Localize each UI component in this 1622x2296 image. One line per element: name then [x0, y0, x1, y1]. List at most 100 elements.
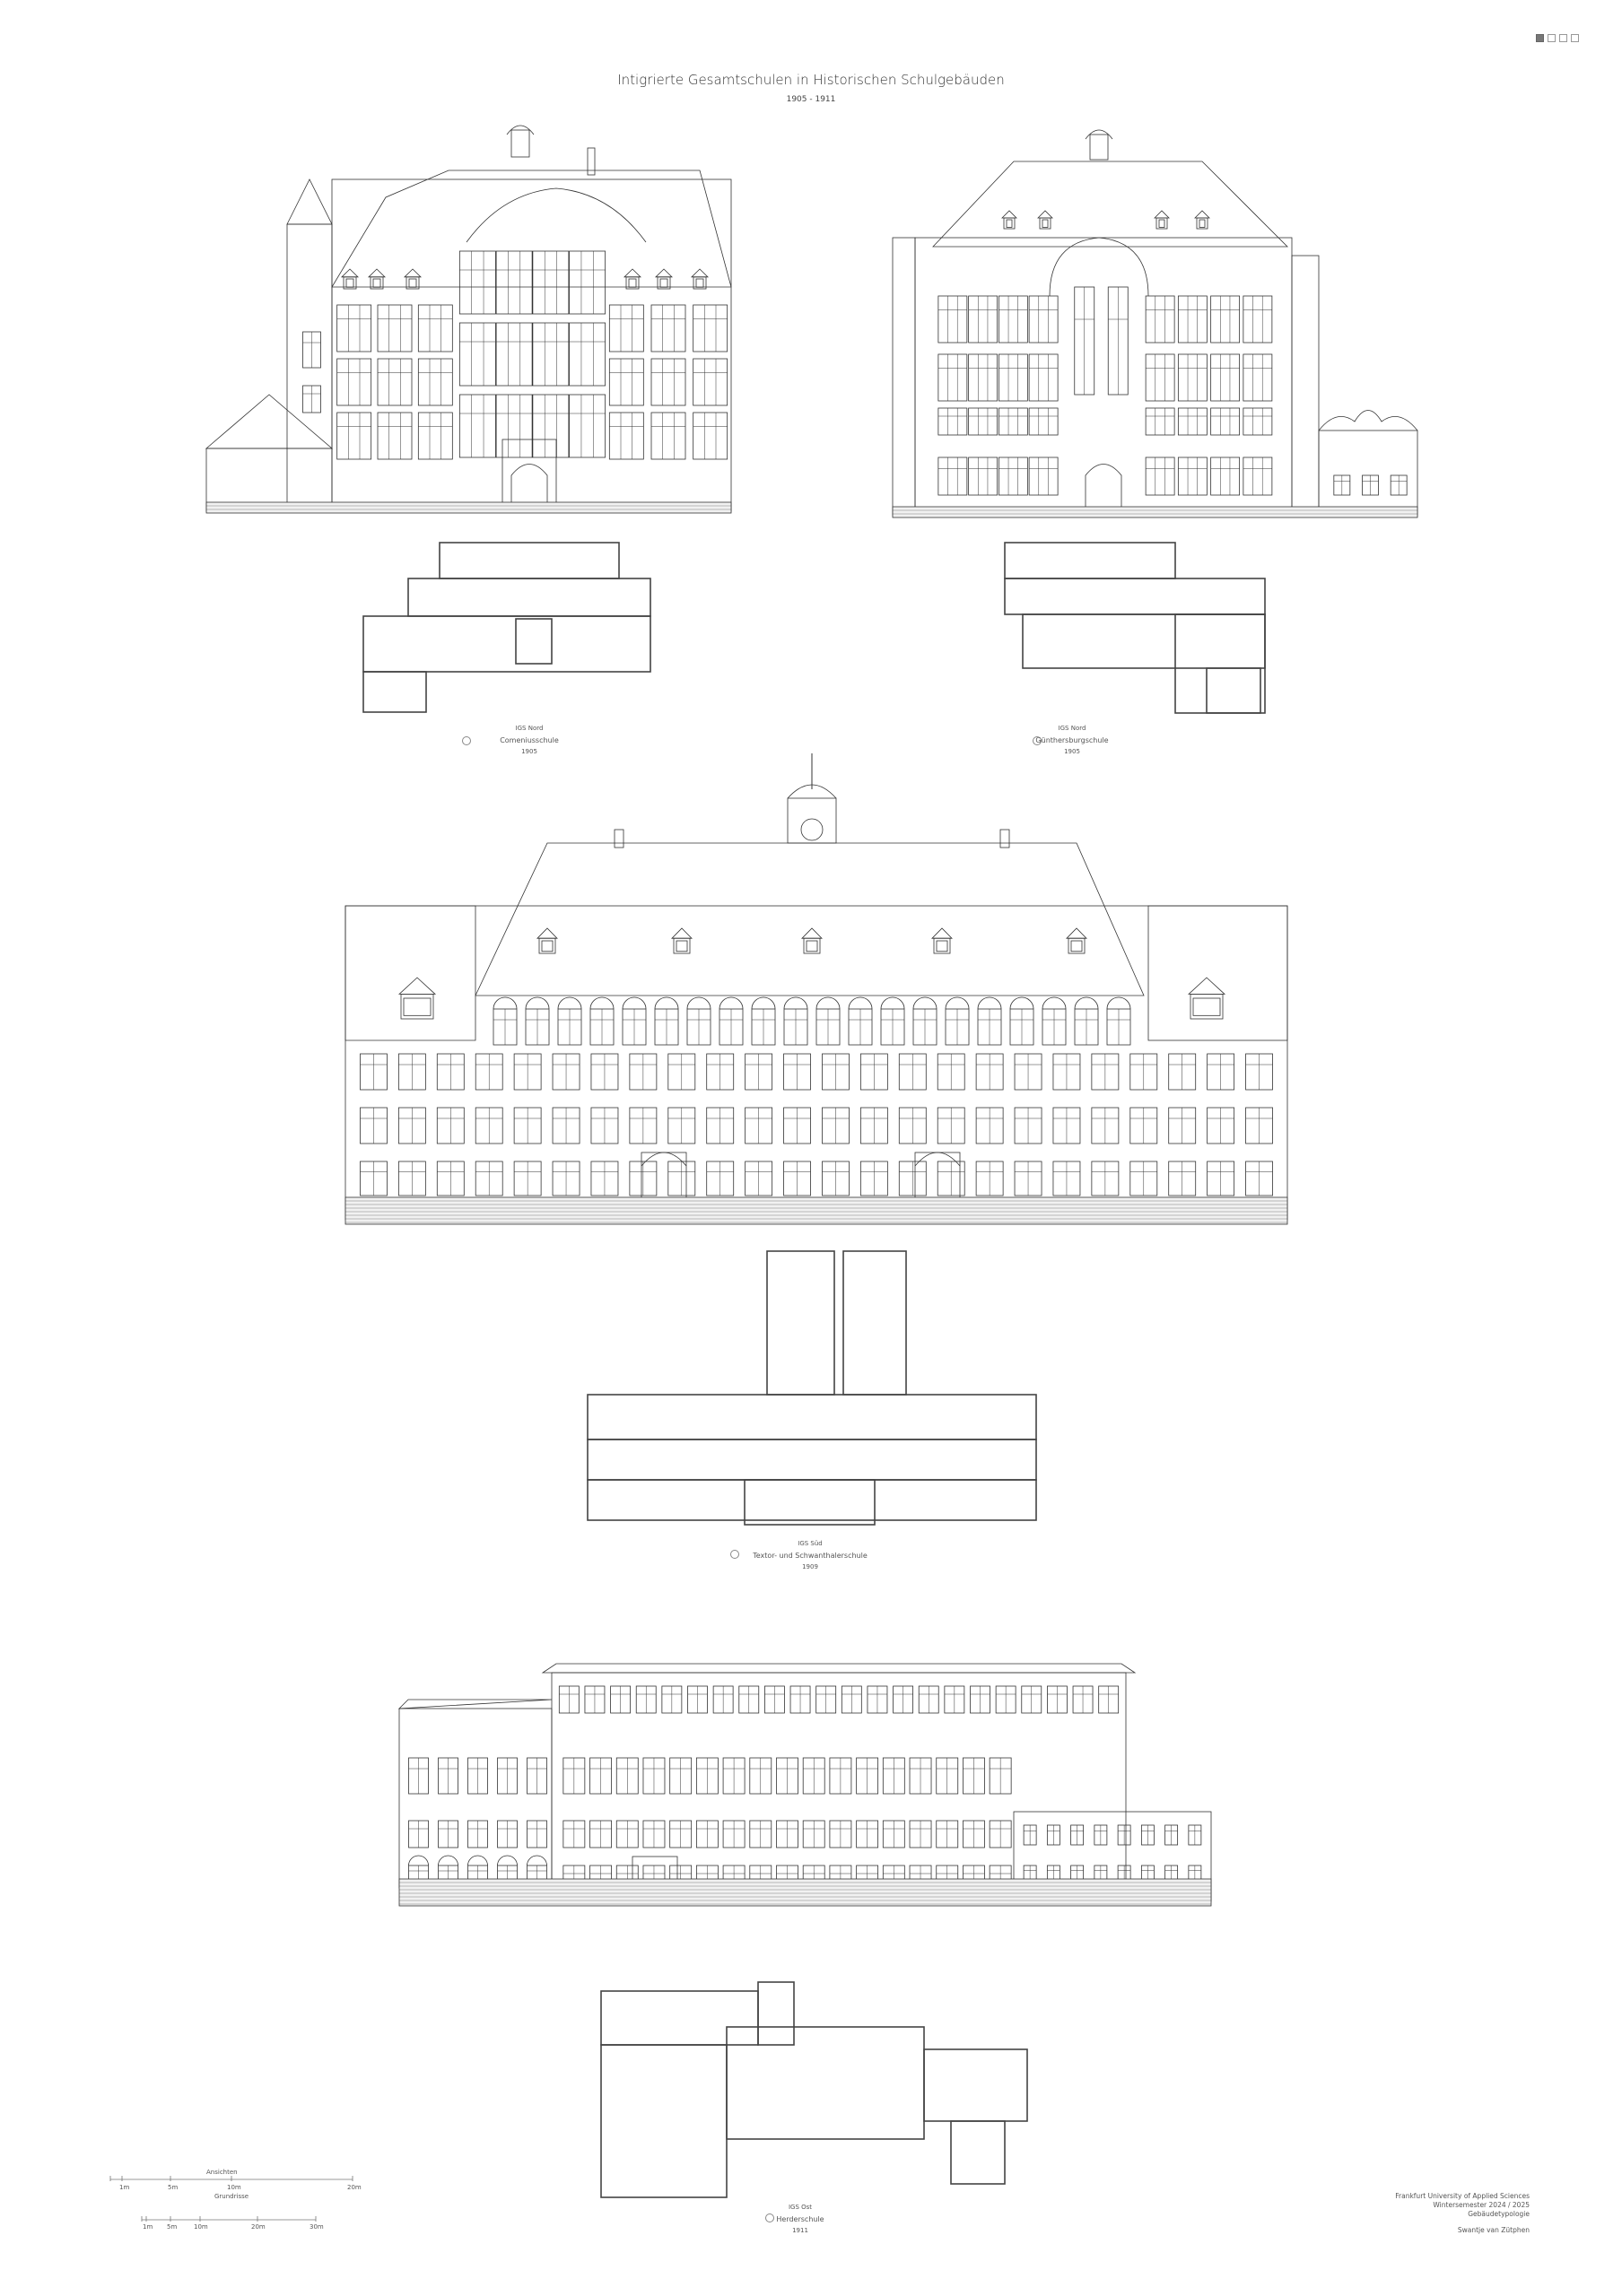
- window: [417, 412, 453, 460]
- credits: Frankfurt University of Applied Sciences…: [1395, 2192, 1530, 2235]
- page-indicator-2[interactable]: [1548, 34, 1556, 42]
- window: [532, 394, 570, 458]
- dormer: [404, 268, 422, 290]
- window-arch: [527, 1855, 547, 1866]
- dormer: [671, 927, 693, 954]
- plan-room: [600, 1990, 759, 2046]
- window-arch: [1106, 996, 1131, 1010]
- scale-tick-label: 30m: [310, 2223, 324, 2231]
- window: [968, 295, 998, 344]
- dormer: [1194, 210, 1210, 230]
- dormer: [691, 268, 709, 290]
- plan-room: [1206, 667, 1261, 714]
- window: [693, 412, 728, 460]
- caption-school-name: Herderschule: [776, 2215, 824, 2223]
- dormer: [536, 927, 558, 954]
- stone-base: [344, 1196, 1288, 1225]
- caption-district: IGS Ost: [788, 2204, 813, 2211]
- window: [458, 394, 496, 458]
- window: [1243, 457, 1273, 496]
- scale-tick-label: 5m: [167, 2223, 178, 2231]
- plan-room: [439, 542, 620, 579]
- window: [532, 322, 570, 387]
- window: [377, 412, 413, 460]
- north-arrow-icon: [462, 736, 471, 745]
- plan-room: [1004, 542, 1176, 579]
- window: [1243, 353, 1273, 402]
- window-arch: [719, 996, 744, 1010]
- plan-room: [757, 1981, 795, 2046]
- window: [608, 412, 644, 460]
- scale-tick-label: 20m: [251, 2223, 266, 2231]
- plan-room: [923, 2048, 1028, 2122]
- dormer: [655, 268, 673, 290]
- window-arch: [408, 1855, 429, 1866]
- plan-room: [587, 1439, 1037, 1481]
- window: [532, 250, 570, 315]
- caption-comeniusschule: IGS Nord Comeniusschule 1905: [440, 723, 619, 758]
- window: [1028, 457, 1059, 496]
- scale-tick-label: 5m: [168, 2184, 179, 2191]
- caption-district: IGS Süd: [798, 1540, 823, 1547]
- elevation-comeniusschule: [205, 125, 732, 514]
- window: [417, 304, 453, 352]
- window-arch: [686, 996, 711, 1010]
- caption-year: 1909: [802, 1563, 818, 1570]
- scale-bar-plans: [141, 2216, 317, 2222]
- window-arch: [589, 996, 615, 1010]
- window: [1210, 353, 1241, 402]
- window: [693, 304, 728, 352]
- caption-herderschule: IGS Ost Herderschule 1911: [711, 2202, 890, 2237]
- dormer: [624, 268, 641, 290]
- north-arrow-icon: [765, 2213, 774, 2222]
- plan-room: [600, 2044, 728, 2198]
- window: [417, 358, 453, 406]
- window: [1177, 295, 1208, 344]
- window: [1145, 407, 1175, 436]
- north-arrow-icon: [1033, 736, 1042, 745]
- window: [1028, 295, 1059, 344]
- plan-room: [362, 671, 427, 713]
- window: [937, 407, 968, 436]
- north-arrow-icon: [730, 1550, 739, 1559]
- plan-guenthersburgschule: [1004, 542, 1266, 714]
- window: [336, 412, 372, 460]
- dormer: [931, 927, 953, 954]
- stone-base: [892, 506, 1418, 518]
- dormer: [368, 268, 386, 290]
- plan-herderschule: [600, 1981, 1028, 2198]
- window: [1210, 407, 1241, 436]
- window: [569, 250, 606, 315]
- caption-year: 1905: [521, 748, 537, 755]
- page-indicator-4[interactable]: [1571, 34, 1579, 42]
- window-arch: [525, 996, 550, 1010]
- window: [608, 304, 644, 352]
- page-indicator: [1536, 34, 1579, 42]
- window: [1177, 457, 1208, 496]
- stone-base: [398, 1878, 1212, 1907]
- plan-room: [407, 578, 651, 617]
- gable: [466, 187, 647, 243]
- window-arch: [977, 996, 1002, 1010]
- window-arch: [880, 996, 905, 1010]
- plan-comeniusschule: [362, 542, 651, 713]
- credits-semester: Wintersemester 2024 / 2025: [1433, 2201, 1530, 2209]
- credits-course: Gebäudetypologie: [1468, 2210, 1530, 2218]
- window: [495, 250, 533, 315]
- stone-base: [205, 501, 732, 514]
- page-indicator-1[interactable]: [1536, 34, 1544, 42]
- scale-tick-label: 20m: [347, 2184, 362, 2191]
- window: [998, 353, 1028, 402]
- window: [998, 295, 1028, 344]
- window-arch: [912, 996, 937, 1010]
- caption-district: IGS Nord: [1058, 725, 1086, 732]
- window-arch: [783, 996, 808, 1010]
- credits-author: Swantje van Zütphen: [1457, 2226, 1530, 2234]
- window: [998, 457, 1028, 496]
- page-indicator-3[interactable]: [1559, 34, 1567, 42]
- plan-room: [1004, 578, 1266, 615]
- window: [495, 322, 533, 387]
- scale-tick-label: 1m: [119, 2184, 130, 2191]
- plan-textorschule: [587, 1250, 1037, 1526]
- portal: [510, 464, 548, 511]
